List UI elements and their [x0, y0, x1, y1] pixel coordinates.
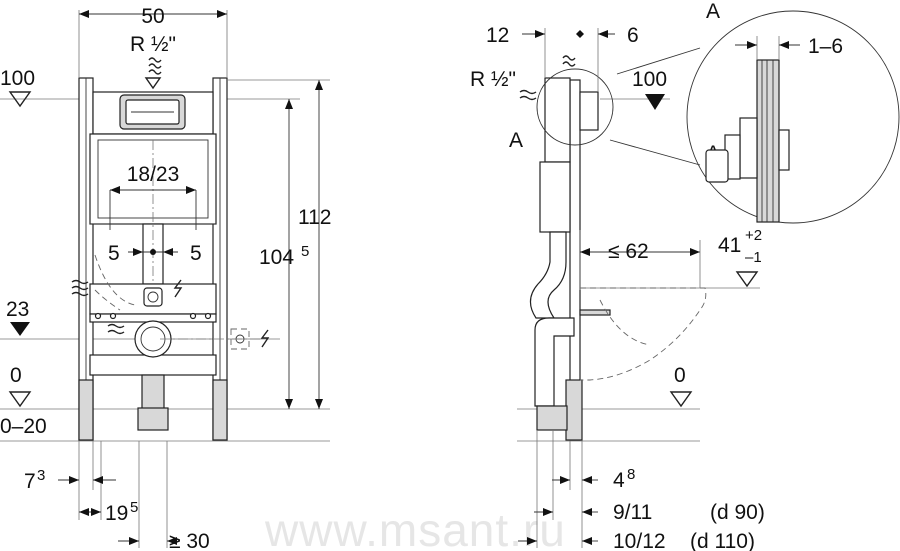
- electrical-box: [230, 328, 250, 350]
- dim-6: 6: [627, 24, 639, 47]
- side-connection-thread: R ½": [470, 68, 516, 91]
- offset-right-label: 5: [190, 242, 202, 265]
- water-supply-icon: [519, 89, 537, 101]
- seat-height-label: 41: [718, 234, 741, 257]
- side-level-0-label: 0: [674, 364, 686, 387]
- foot-offset-sup: 3: [37, 467, 45, 484]
- level-triangle-icon: [8, 91, 32, 108]
- waste-outlet: [134, 320, 172, 358]
- foot-spacing-sup: 5: [130, 499, 138, 516]
- water-supply-icon: [562, 55, 576, 67]
- detail-a: A A 1–6: [609, 0, 900, 224]
- dim-height-frame-sup: 5: [301, 243, 309, 260]
- depth-d110-label: 10/12: [613, 530, 666, 551]
- seat-tolerance-plus: +2: [745, 227, 762, 244]
- detail-title: A: [706, 0, 720, 23]
- water-supply-icon: [107, 323, 125, 335]
- wc-bowl-outline: [580, 287, 707, 381]
- dim-height-frame: 104: [259, 246, 294, 269]
- foot-spacing-label: 19: [105, 502, 128, 525]
- arrow-down-icon: [144, 77, 162, 90]
- level-23-label: 23: [6, 298, 29, 321]
- detail-callout-circle: [536, 68, 614, 146]
- level-triangle-icon: [8, 391, 32, 408]
- wall-range-label: 1–6: [808, 35, 843, 58]
- dim-width: 50: [141, 5, 164, 28]
- foot-offset-label: 7: [24, 470, 36, 493]
- connection-thread-label: R ½": [130, 33, 176, 56]
- seat-tolerance-minus: –1: [745, 249, 762, 266]
- level-triangle-icon: [645, 94, 665, 110]
- bowl-projection-label: ≤ 62: [608, 240, 649, 263]
- depth-d90-label: 9/11: [613, 501, 652, 524]
- front-view: 50 R ½" 100 18/23 5 5 23 0 0–20 112 104: [0, 5, 331, 551]
- depth-small-sup: 8: [627, 466, 635, 483]
- level-triangle-icon: [669, 391, 693, 408]
- drain-pipe: [141, 374, 165, 411]
- level-triangle-icon: [735, 271, 759, 288]
- flush-pipe-label: 18/23: [127, 163, 180, 186]
- depth-small-label: 4: [613, 469, 625, 492]
- d90-label: (d 90): [710, 501, 765, 524]
- detail-callout-label: A: [509, 129, 523, 152]
- d110-label: (d 110): [690, 530, 755, 551]
- waste-elbow: [534, 317, 575, 407]
- watermark: www.msant.ru: [264, 504, 566, 551]
- level-triangle-icon: [10, 322, 30, 336]
- min-width-label: ≥ 30: [169, 530, 210, 551]
- level-0-label: 0: [10, 364, 22, 387]
- cistern-side: [544, 77, 571, 163]
- water-supply-icon: [148, 57, 162, 75]
- dim-12: 12: [486, 24, 509, 47]
- dim-height-total: 112: [298, 206, 331, 229]
- electric-icon: [260, 329, 270, 348]
- floor-range-label: 0–20: [0, 415, 47, 438]
- side-level-100-label: 100: [632, 68, 667, 91]
- offset-left-label: 5: [108, 242, 120, 265]
- water-supply-icon: [71, 279, 89, 297]
- detail-magnifier-circle: [686, 10, 900, 224]
- electric-icon: [173, 279, 183, 298]
- side-view: A 12 6 R ½" 100 ≤ 62 41 +2 –1 0: [470, 24, 765, 551]
- level-100-label: 100: [0, 67, 35, 90]
